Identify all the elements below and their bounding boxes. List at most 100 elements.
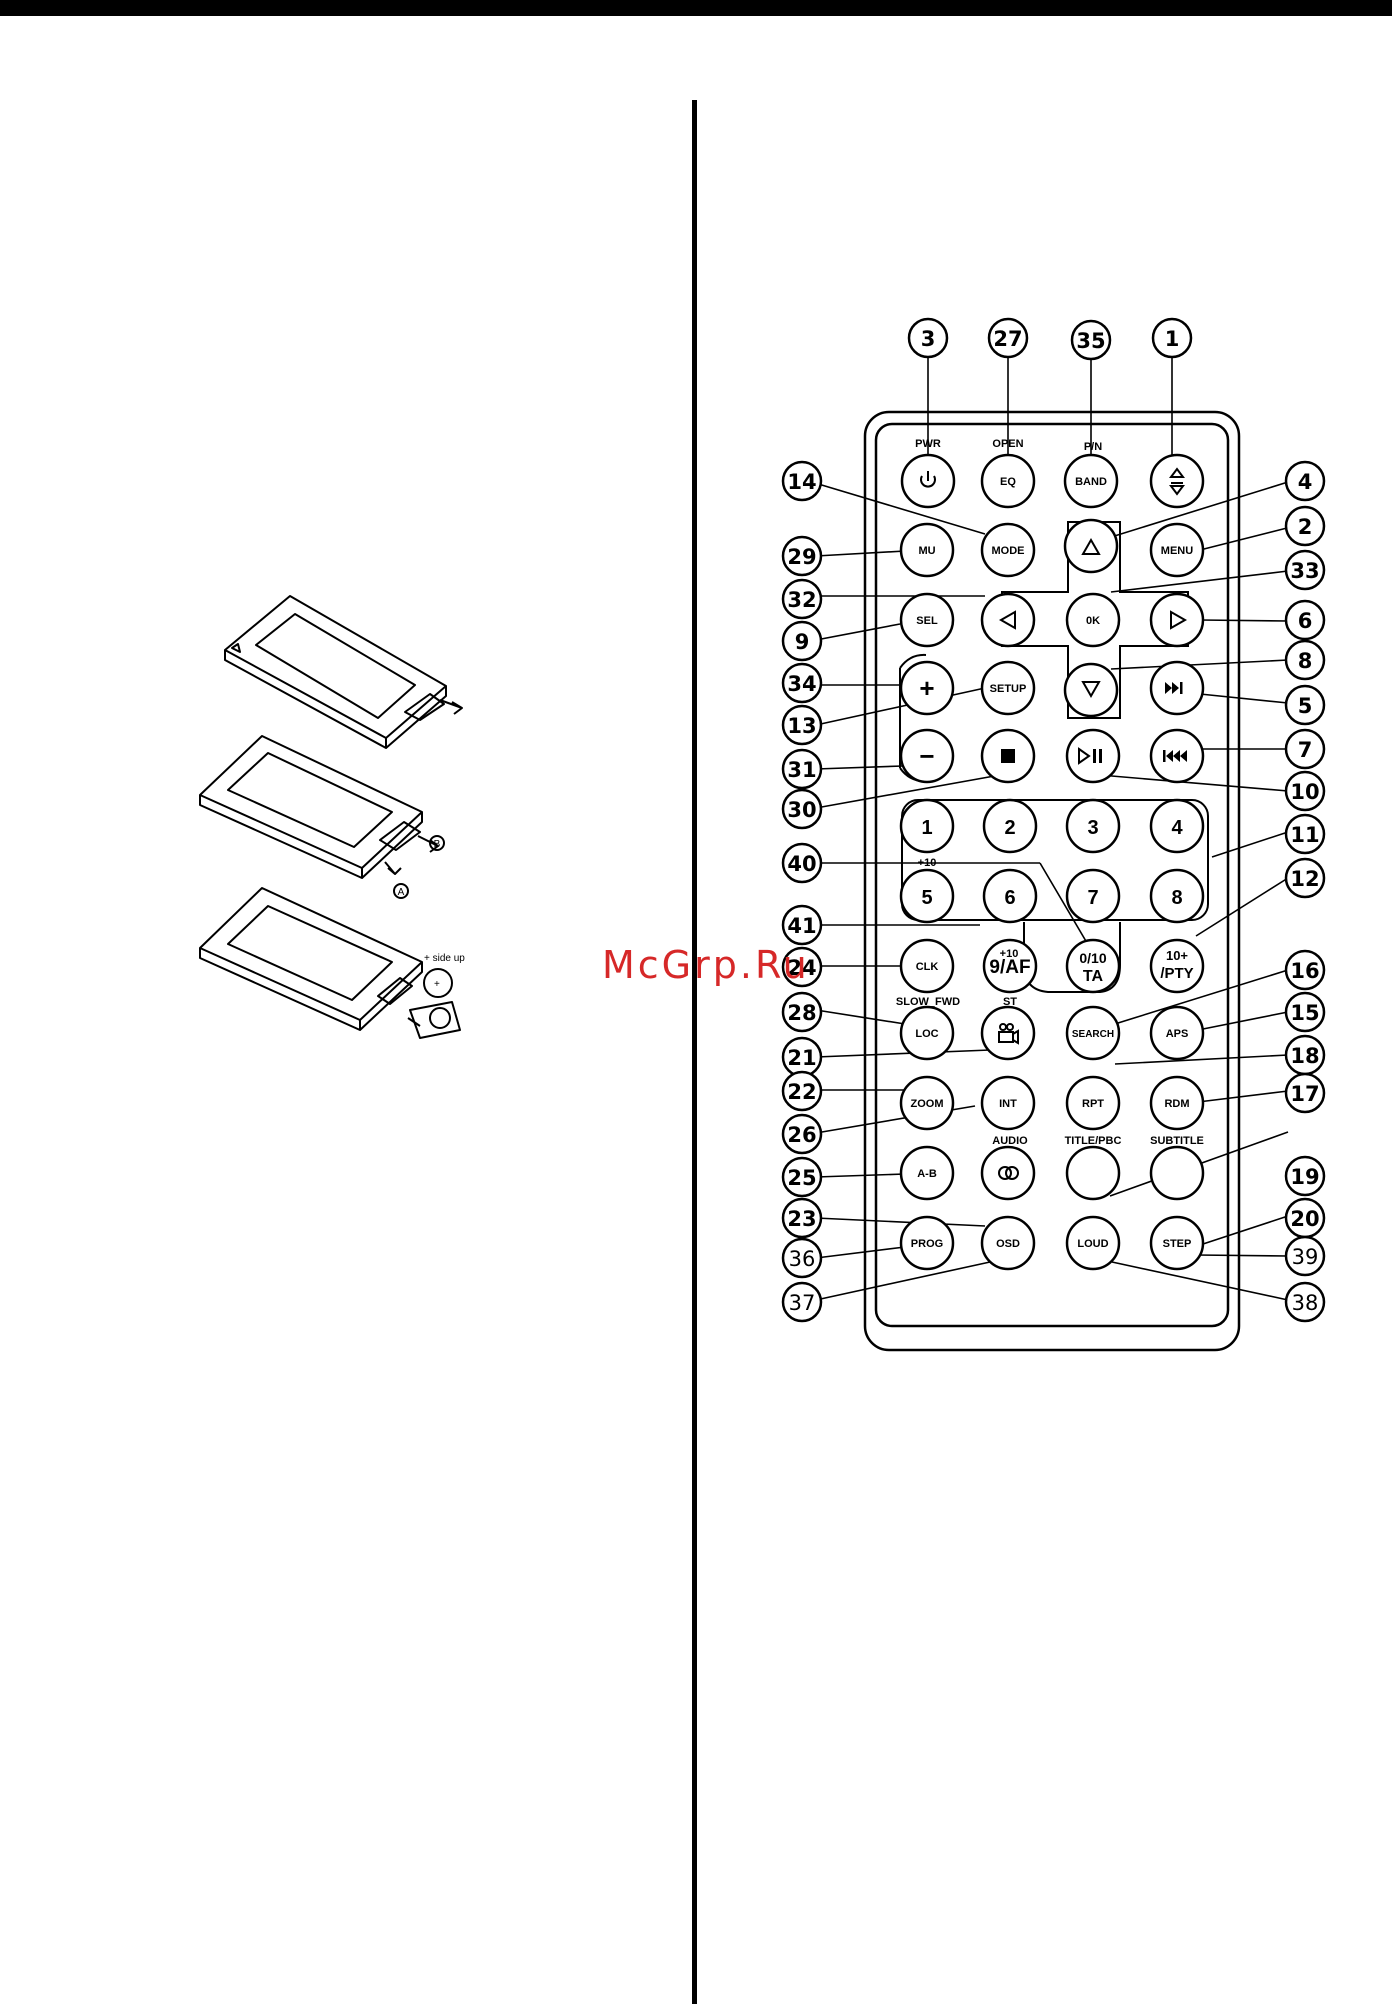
- open-caption: OPEN: [992, 438, 1023, 450]
- osd-button[interactable]: [980, 1215, 1036, 1271]
- remote-control-diagram: 3 27 35 1 14 4 29 2 33 32 9 6 34 8 13 5 …: [781, 317, 1326, 1352]
- loc-button[interactable]: [899, 1005, 955, 1061]
- callout-16-number: 16: [1290, 959, 1319, 983]
- callout-37-number: 37: [789, 1291, 816, 1315]
- step-b-marker: [429, 835, 445, 851]
- ten-plus-label: 10+: [1166, 948, 1188, 963]
- prog-button[interactable]: [899, 1215, 955, 1271]
- callout-38-number: 38: [1292, 1291, 1319, 1315]
- ok-button[interactable]: [1065, 592, 1121, 648]
- callout-22: [781, 1070, 823, 1112]
- eject-button[interactable]: [1149, 453, 1205, 509]
- prev-bar-icon: [1163, 750, 1166, 762]
- number-5-button[interactable]: [899, 868, 955, 924]
- callout-3: [907, 317, 949, 359]
- triangle-down-icon: [1081, 681, 1101, 699]
- callout-25: [781, 1156, 823, 1198]
- number-6-button[interactable]: [982, 868, 1038, 924]
- ten-plus-pty-button[interactable]: [1149, 938, 1205, 994]
- callout-34-number: 34: [787, 672, 816, 696]
- menu-button[interactable]: [1149, 522, 1205, 578]
- down-button[interactable]: [1063, 662, 1119, 718]
- rdm-button[interactable]: [1149, 1075, 1205, 1131]
- right-button[interactable]: [1149, 592, 1205, 648]
- setup-button[interactable]: [980, 660, 1036, 716]
- volume-down-button[interactable]: [899, 728, 955, 784]
- callout-31-number: 31: [787, 758, 816, 782]
- remote-outer-outline: [863, 410, 1241, 1352]
- callout-26-number: 26: [787, 1123, 816, 1147]
- audio-circle-icon: [998, 1166, 1012, 1180]
- callout-14: [781, 460, 823, 502]
- triangle-right-icon: [1170, 610, 1188, 630]
- step-a-marker: [393, 883, 409, 899]
- remote-sketch-1: [224, 595, 463, 749]
- band-button[interactable]: [1063, 453, 1119, 509]
- number-2-button[interactable]: [982, 798, 1038, 854]
- camera-reel-icon-2: [1006, 1023, 1014, 1031]
- title-pbc-button[interactable]: [1065, 1145, 1121, 1201]
- eject-icon: [1169, 467, 1185, 496]
- callout-33: [1284, 549, 1326, 591]
- rdm-label: RDM: [1164, 1098, 1189, 1110]
- int-button[interactable]: [980, 1075, 1036, 1131]
- loud-button[interactable]: [1065, 1215, 1121, 1271]
- callout-22-number: 22: [787, 1080, 816, 1104]
- number-0-10-ta-button[interactable]: [1065, 938, 1121, 994]
- callout-39: [1284, 1235, 1326, 1277]
- prog-label: PROG: [911, 1238, 943, 1250]
- number-0-10-label: 0/10: [1079, 950, 1106, 966]
- zoom-button[interactable]: [899, 1075, 955, 1131]
- up-button[interactable]: [1063, 518, 1119, 574]
- aps-button[interactable]: [1149, 1005, 1205, 1061]
- callout-23: [781, 1197, 823, 1239]
- subtitle-button[interactable]: [1149, 1145, 1205, 1201]
- number-8-label: 8: [1171, 887, 1182, 909]
- number-4-button[interactable]: [1149, 798, 1205, 854]
- left-button[interactable]: [980, 592, 1036, 648]
- step-button[interactable]: [1149, 1215, 1205, 1271]
- stop-icon: [1001, 749, 1015, 763]
- sel-button[interactable]: [899, 592, 955, 648]
- st-caption: ST: [1003, 996, 1017, 1008]
- callout-3-number: 3: [921, 327, 936, 351]
- slow-fwd-caption: SLOW_FWD: [896, 996, 960, 1008]
- a-b-button[interactable]: [899, 1145, 955, 1201]
- callout-15: [1284, 991, 1326, 1033]
- number-pad-outline: [901, 799, 1209, 921]
- search-button[interactable]: [1065, 1005, 1121, 1061]
- number-9-af-label: 9/AF: [989, 957, 1030, 978]
- camera-icon: [998, 1031, 1014, 1043]
- callout-13: [781, 704, 823, 746]
- rpt-button[interactable]: [1065, 1075, 1121, 1131]
- audio-circle-icon-2: [1005, 1166, 1019, 1180]
- number-9-af-button[interactable]: [982, 938, 1038, 994]
- callout-9: [781, 620, 823, 662]
- pty-label: /PTY: [1160, 965, 1193, 982]
- volume-up-button[interactable]: [899, 660, 955, 716]
- callout-6-number: 6: [1298, 609, 1313, 633]
- audio-button[interactable]: [980, 1145, 1036, 1201]
- minus-label: −: [919, 741, 934, 771]
- callout-38: [1284, 1281, 1326, 1323]
- camera-lens-icon: [1012, 1029, 1019, 1045]
- callout-4-number: 4: [1298, 470, 1313, 494]
- mode-label: MODE: [992, 545, 1025, 557]
- play-icon: [1078, 747, 1091, 765]
- callout-8: [1284, 639, 1326, 681]
- eq-button[interactable]: [980, 453, 1036, 509]
- number-1-button[interactable]: [899, 798, 955, 854]
- number-8-button[interactable]: [1149, 868, 1205, 924]
- clk-button[interactable]: [899, 938, 955, 994]
- number-7-label: 7: [1087, 887, 1098, 909]
- mode-button[interactable]: [980, 522, 1036, 578]
- number-7-button[interactable]: [1065, 868, 1121, 924]
- callout-9-number: 9: [795, 630, 810, 654]
- callout-23-number: 23: [787, 1207, 816, 1231]
- mute-button[interactable]: [899, 522, 955, 578]
- remote-sketch-3: [199, 887, 461, 1039]
- callout-17-number: 17: [1290, 1082, 1319, 1106]
- triangle-up-icon: [1081, 537, 1101, 555]
- loc-label: LOC: [915, 1028, 938, 1040]
- number-3-button[interactable]: [1065, 798, 1121, 854]
